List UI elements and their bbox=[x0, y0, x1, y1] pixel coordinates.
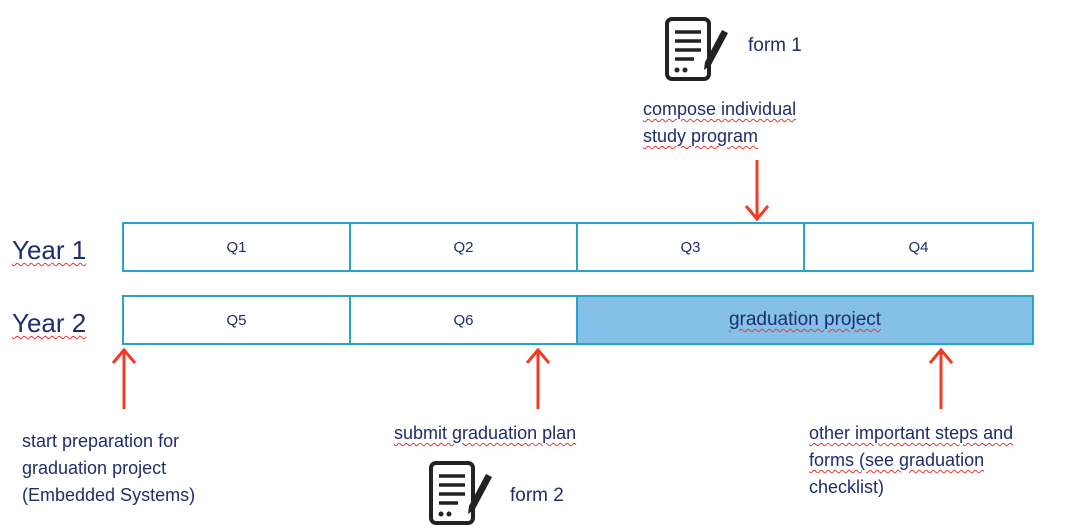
year-1-timeline: Q1 Q2 Q3 Q4 bbox=[122, 222, 1034, 272]
start-annotation: start preparation for graduation project… bbox=[22, 428, 195, 509]
other-annotation-line: checklist) bbox=[809, 477, 885, 497]
year-2-label-text: Year 2 bbox=[12, 308, 87, 338]
start-annotation-line: start preparation for bbox=[22, 431, 180, 451]
form-1-label: form 1 bbox=[748, 35, 802, 56]
start-annotation-line: graduation project bbox=[22, 458, 167, 478]
compose-annotation: compose individual study program bbox=[643, 96, 796, 150]
compose-annotation-line: compose individual bbox=[643, 99, 797, 119]
year-1-label-text: Year 1 bbox=[12, 235, 87, 265]
form-2-label: form 2 bbox=[510, 485, 564, 506]
quarter-cell: Q4 bbox=[908, 238, 929, 256]
year-2-label: Year 2 bbox=[12, 308, 86, 338]
year-2-timeline: Q5 Q6 graduation project bbox=[122, 295, 1034, 345]
quarter-cell: Q2 bbox=[351, 224, 578, 270]
quarter-cell: Q3 bbox=[578, 224, 805, 270]
document-pen-icon bbox=[429, 461, 492, 525]
submit-annotation-line: submit graduation plan bbox=[394, 423, 577, 443]
document-pen-icon bbox=[665, 17, 728, 81]
other-annotation-line: forms (see graduation bbox=[809, 450, 985, 470]
other-annotation-line: other important steps and bbox=[809, 423, 1014, 443]
submit-annotation: submit graduation plan bbox=[394, 420, 576, 447]
up-arrow-start bbox=[111, 347, 137, 409]
quarter-cell: Q1 bbox=[124, 224, 351, 270]
quarter-cell: Q6 bbox=[351, 297, 578, 343]
down-arrow-compose bbox=[744, 160, 770, 222]
graduation-project-cell: graduation project bbox=[578, 297, 1032, 343]
quarter-cell: Q5 bbox=[124, 297, 351, 343]
start-annotation-line: (Embedded Systems) bbox=[22, 485, 196, 505]
up-arrow-submit bbox=[525, 347, 551, 409]
up-arrow-other bbox=[928, 347, 954, 409]
other-annotation: other important steps and forms (see gra… bbox=[809, 420, 1013, 501]
year-1-label: Year 1 bbox=[12, 235, 86, 265]
graduation-project-label: graduation project bbox=[728, 309, 882, 330]
compose-annotation-line: study program bbox=[643, 126, 759, 146]
